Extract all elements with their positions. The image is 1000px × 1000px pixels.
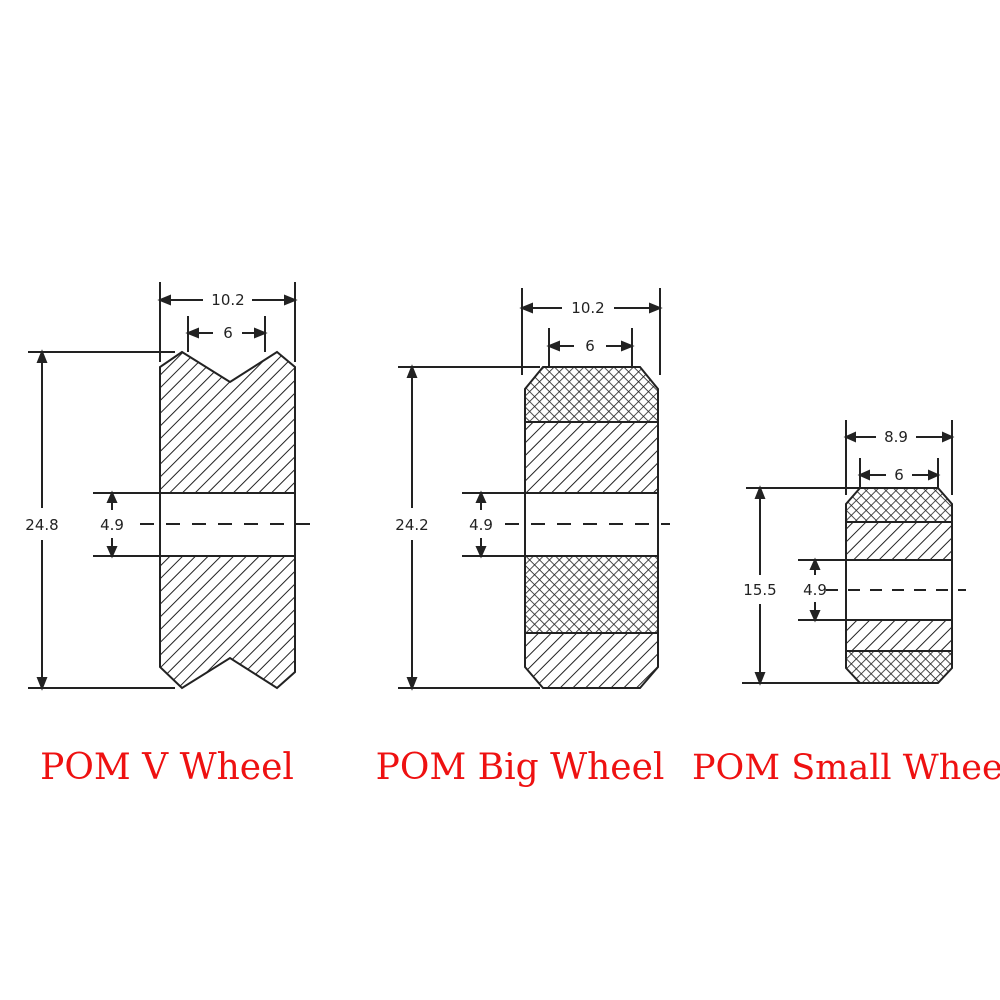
small-bore-label: 4.9 (803, 581, 827, 599)
small-outer-width-label: 8.9 (884, 428, 908, 446)
v-wheel-drawing (28, 282, 310, 691)
caption-big-wheel: POM Big Wheel (375, 747, 665, 788)
big-height-label: 24.2 (395, 516, 428, 534)
small-wheel-drawing (742, 420, 966, 686)
small-wheel-body (846, 488, 952, 683)
small-height-label: 15.5 (743, 581, 776, 599)
v-wheel-body (160, 352, 295, 688)
small-inner-width-label: 6 (894, 466, 904, 484)
caption-v-wheel: POM V Wheel (40, 747, 294, 788)
big-bore-label: 4.9 (469, 516, 493, 534)
v-outer-width-label: 10.2 (211, 291, 244, 309)
big-wheel-body (525, 367, 658, 688)
v-inner-width-label: 6 (223, 324, 233, 342)
caption-small-wheel: POM Small Wheel (692, 748, 1000, 788)
big-wheel-drawing (398, 288, 670, 691)
big-outer-width-label: 10.2 (571, 299, 604, 317)
v-bore-label: 4.9 (100, 516, 124, 534)
big-inner-width-label: 6 (585, 337, 595, 355)
v-height-label: 24.8 (25, 516, 58, 534)
